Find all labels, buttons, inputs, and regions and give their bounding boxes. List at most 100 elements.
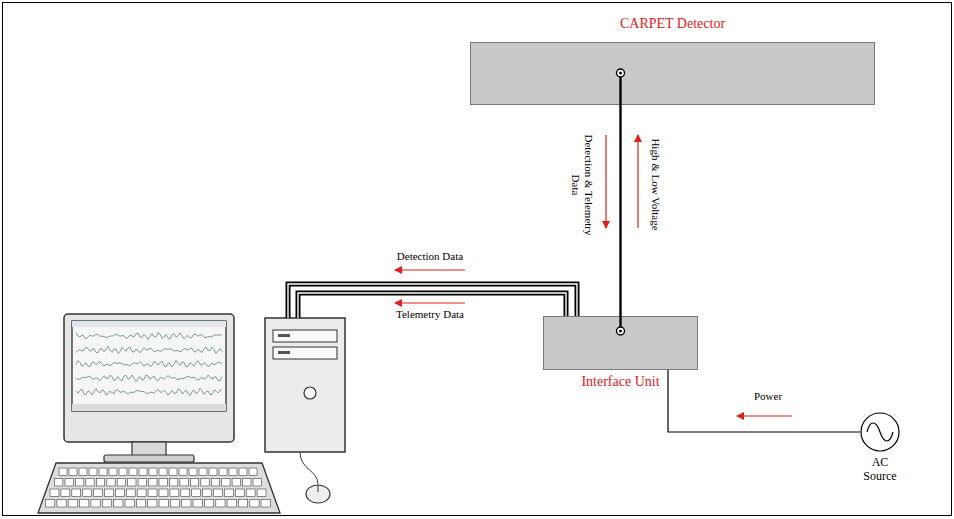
ac-source-circle bbox=[861, 413, 899, 451]
keyboard-key bbox=[179, 468, 187, 476]
keyboard-key bbox=[69, 468, 77, 476]
keyboard-key bbox=[211, 479, 219, 487]
source-label: AC Source bbox=[858, 456, 902, 484]
keyboard-key bbox=[229, 468, 237, 476]
keyboard-key bbox=[250, 500, 259, 508]
signal-trace bbox=[76, 388, 222, 395]
keyboard-key bbox=[216, 500, 225, 508]
computer-keyboard bbox=[38, 463, 280, 513]
computer-tower-part bbox=[265, 318, 345, 452]
keyboard-key bbox=[159, 489, 168, 497]
keyboard-key bbox=[125, 500, 134, 508]
computer-keyboard-part bbox=[38, 463, 280, 513]
direction-arrows-part bbox=[737, 415, 792, 416]
keyboard-key bbox=[91, 500, 100, 508]
keyboard-key bbox=[170, 500, 179, 508]
keyboard-key bbox=[96, 479, 104, 487]
computer-monitor-part bbox=[64, 314, 234, 442]
keyboard-key bbox=[79, 468, 87, 476]
keyboard-key bbox=[138, 479, 146, 487]
keyboard-key bbox=[246, 489, 255, 497]
keyboard-key bbox=[115, 489, 124, 497]
keyboard-key bbox=[61, 489, 70, 497]
keyboard-key bbox=[50, 489, 59, 497]
computer-mouse bbox=[300, 452, 330, 503]
sine-wave bbox=[867, 423, 893, 441]
keyboard-key bbox=[86, 479, 94, 487]
keyboard-key bbox=[148, 500, 157, 508]
keyboard-key bbox=[261, 500, 270, 508]
computer-monitor-part bbox=[104, 455, 194, 462]
connector-dot bbox=[617, 69, 625, 77]
computer-tower-part bbox=[304, 387, 316, 399]
keyboard-key bbox=[222, 479, 230, 487]
direction-arrows-part bbox=[637, 135, 638, 228]
keyboard-key bbox=[190, 479, 198, 487]
signal-trace bbox=[76, 333, 222, 340]
keyboard-key bbox=[129, 468, 137, 476]
keyboard-key bbox=[46, 500, 55, 508]
keyboard-key bbox=[253, 479, 261, 487]
keyboard-key bbox=[235, 489, 244, 497]
keyboard-key bbox=[65, 479, 73, 487]
keyboard-key bbox=[214, 489, 223, 497]
keyboard-key bbox=[159, 468, 167, 476]
keyboard-key bbox=[107, 479, 115, 487]
keyboard-key bbox=[257, 489, 266, 497]
keyboard-key bbox=[149, 468, 157, 476]
keyboard-key bbox=[204, 500, 213, 508]
keyboard-key bbox=[55, 479, 63, 487]
keyboard-key bbox=[224, 489, 233, 497]
cable-stub bbox=[619, 73, 621, 105]
computer-tower bbox=[265, 318, 345, 452]
computer-tower-part bbox=[278, 351, 290, 354]
keyboard-key bbox=[57, 500, 66, 508]
keyboard-key bbox=[181, 489, 190, 497]
keyboard-key bbox=[182, 500, 191, 508]
detector-title: CARPET Detector bbox=[470, 16, 875, 32]
keyboard-key bbox=[148, 489, 157, 497]
keyboard-key bbox=[137, 489, 146, 497]
diagram-node: CARPET Detector bbox=[470, 14, 875, 105]
keyboard-key bbox=[59, 468, 67, 476]
computer-mouse-part bbox=[318, 485, 319, 492]
screen-traces bbox=[76, 333, 222, 396]
edge-label: Power bbox=[752, 390, 784, 403]
keyboard-key bbox=[209, 468, 217, 476]
signal-label: Telemetry Data bbox=[380, 308, 480, 321]
keyboard-key bbox=[128, 479, 136, 487]
ac-source-outline bbox=[860, 412, 900, 452]
keyboard-key bbox=[126, 489, 135, 497]
keyboard-key bbox=[201, 479, 209, 487]
keyboard-key bbox=[199, 468, 207, 476]
direction-arrows-part bbox=[395, 269, 465, 270]
computer-monitor-part bbox=[72, 321, 226, 411]
signal-trace bbox=[76, 360, 222, 367]
keyboard-key bbox=[243, 479, 251, 487]
keyboard-key bbox=[203, 489, 212, 497]
keyboard-key bbox=[136, 500, 145, 508]
keyboard-key bbox=[72, 489, 81, 497]
keyboard-key bbox=[75, 479, 83, 487]
connector-dot-core bbox=[619, 72, 622, 75]
keyboard-key bbox=[149, 479, 157, 487]
keyboard-key bbox=[169, 479, 177, 487]
keyboard-key bbox=[239, 468, 247, 476]
computer-mouse-part bbox=[306, 485, 330, 503]
keyboard-key bbox=[83, 489, 92, 497]
keyboard-key bbox=[159, 479, 167, 487]
keyboard-key bbox=[119, 468, 127, 476]
signal-cable bbox=[619, 105, 621, 316]
computer-tower-part bbox=[273, 330, 337, 342]
direction-arrows-part bbox=[395, 302, 465, 303]
keyboard-key bbox=[169, 468, 177, 476]
keyboard-key bbox=[238, 500, 247, 508]
connector-dot bbox=[617, 327, 625, 335]
signal-label: Detection Data bbox=[380, 250, 480, 263]
computer-monitor-part bbox=[72, 321, 226, 327]
voltage-label: High & Low Voltage bbox=[649, 135, 662, 235]
keyboard-key bbox=[139, 468, 147, 476]
signal-trace bbox=[76, 375, 222, 382]
